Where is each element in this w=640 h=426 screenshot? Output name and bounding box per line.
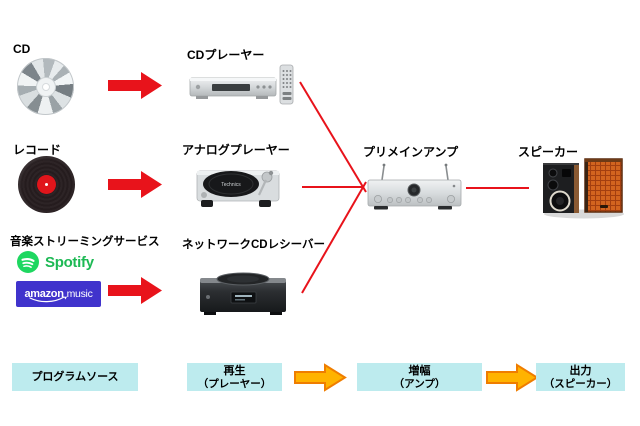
cd-player-image (188, 62, 298, 107)
record-label: レコード (13, 143, 62, 157)
flow-step-line1: 再生 (223, 364, 246, 377)
amazon-wordmark: amazon (24, 288, 64, 300)
vinyl-record-image (18, 156, 75, 213)
flow-step-playback: 再生 （プレーヤー） (187, 363, 282, 391)
flow-step-output: 出力 （スピーカー） (536, 363, 625, 391)
amplifier-label: プリメインアンプ (363, 145, 459, 159)
flow-step-line1: プログラムソース (31, 370, 119, 383)
cd-disc-image (17, 58, 74, 115)
amazon-smile-icon (29, 296, 67, 303)
cd-label: CD (13, 42, 31, 56)
red-arrow-cd (108, 72, 162, 99)
vinyl-center-hole (45, 183, 48, 186)
cd-player-label: CDプレーヤー (187, 48, 265, 62)
orange-arrow-1 (294, 362, 348, 393)
flow-step-line1: 出力 (569, 364, 592, 377)
orange-arrow-2 (486, 362, 540, 393)
streaming-label: 音楽ストリーミングサービス (10, 236, 160, 248)
red-arrow-record (108, 171, 162, 198)
network-receiver-image (196, 266, 290, 318)
flow-step-line2: （アンプ） (393, 377, 446, 390)
cd-disc-hole (41, 82, 50, 91)
speakers-label: スピーカー (518, 145, 579, 159)
spotify-logo: Spotify (16, 250, 94, 274)
speakers-image (540, 155, 626, 219)
amazon-music-wordmark: music (66, 288, 93, 300)
analog-player-label: アナログプレーヤー (182, 143, 290, 157)
flow-step-line1: 増幅 (408, 364, 431, 377)
amazon-music-logo: amazon music (16, 281, 101, 307)
amplifier-image (366, 160, 463, 212)
spotify-icon (17, 251, 39, 273)
turntable-image: Technics (193, 155, 283, 213)
network-receiver-label: ネットワークCDレシーバー (182, 239, 325, 251)
flow-step-program-source: プログラムソース (12, 363, 138, 391)
spotify-wordmark: Spotify (45, 253, 94, 271)
flow-step-line2: （プレーヤー） (197, 377, 272, 390)
turntable-platter-text: Technics (221, 182, 241, 188)
red-arrow-streaming (108, 277, 162, 304)
flow-step-amplification: 増幅 （アンプ） (357, 363, 482, 391)
flow-step-line2: （スピーカー） (543, 377, 618, 390)
